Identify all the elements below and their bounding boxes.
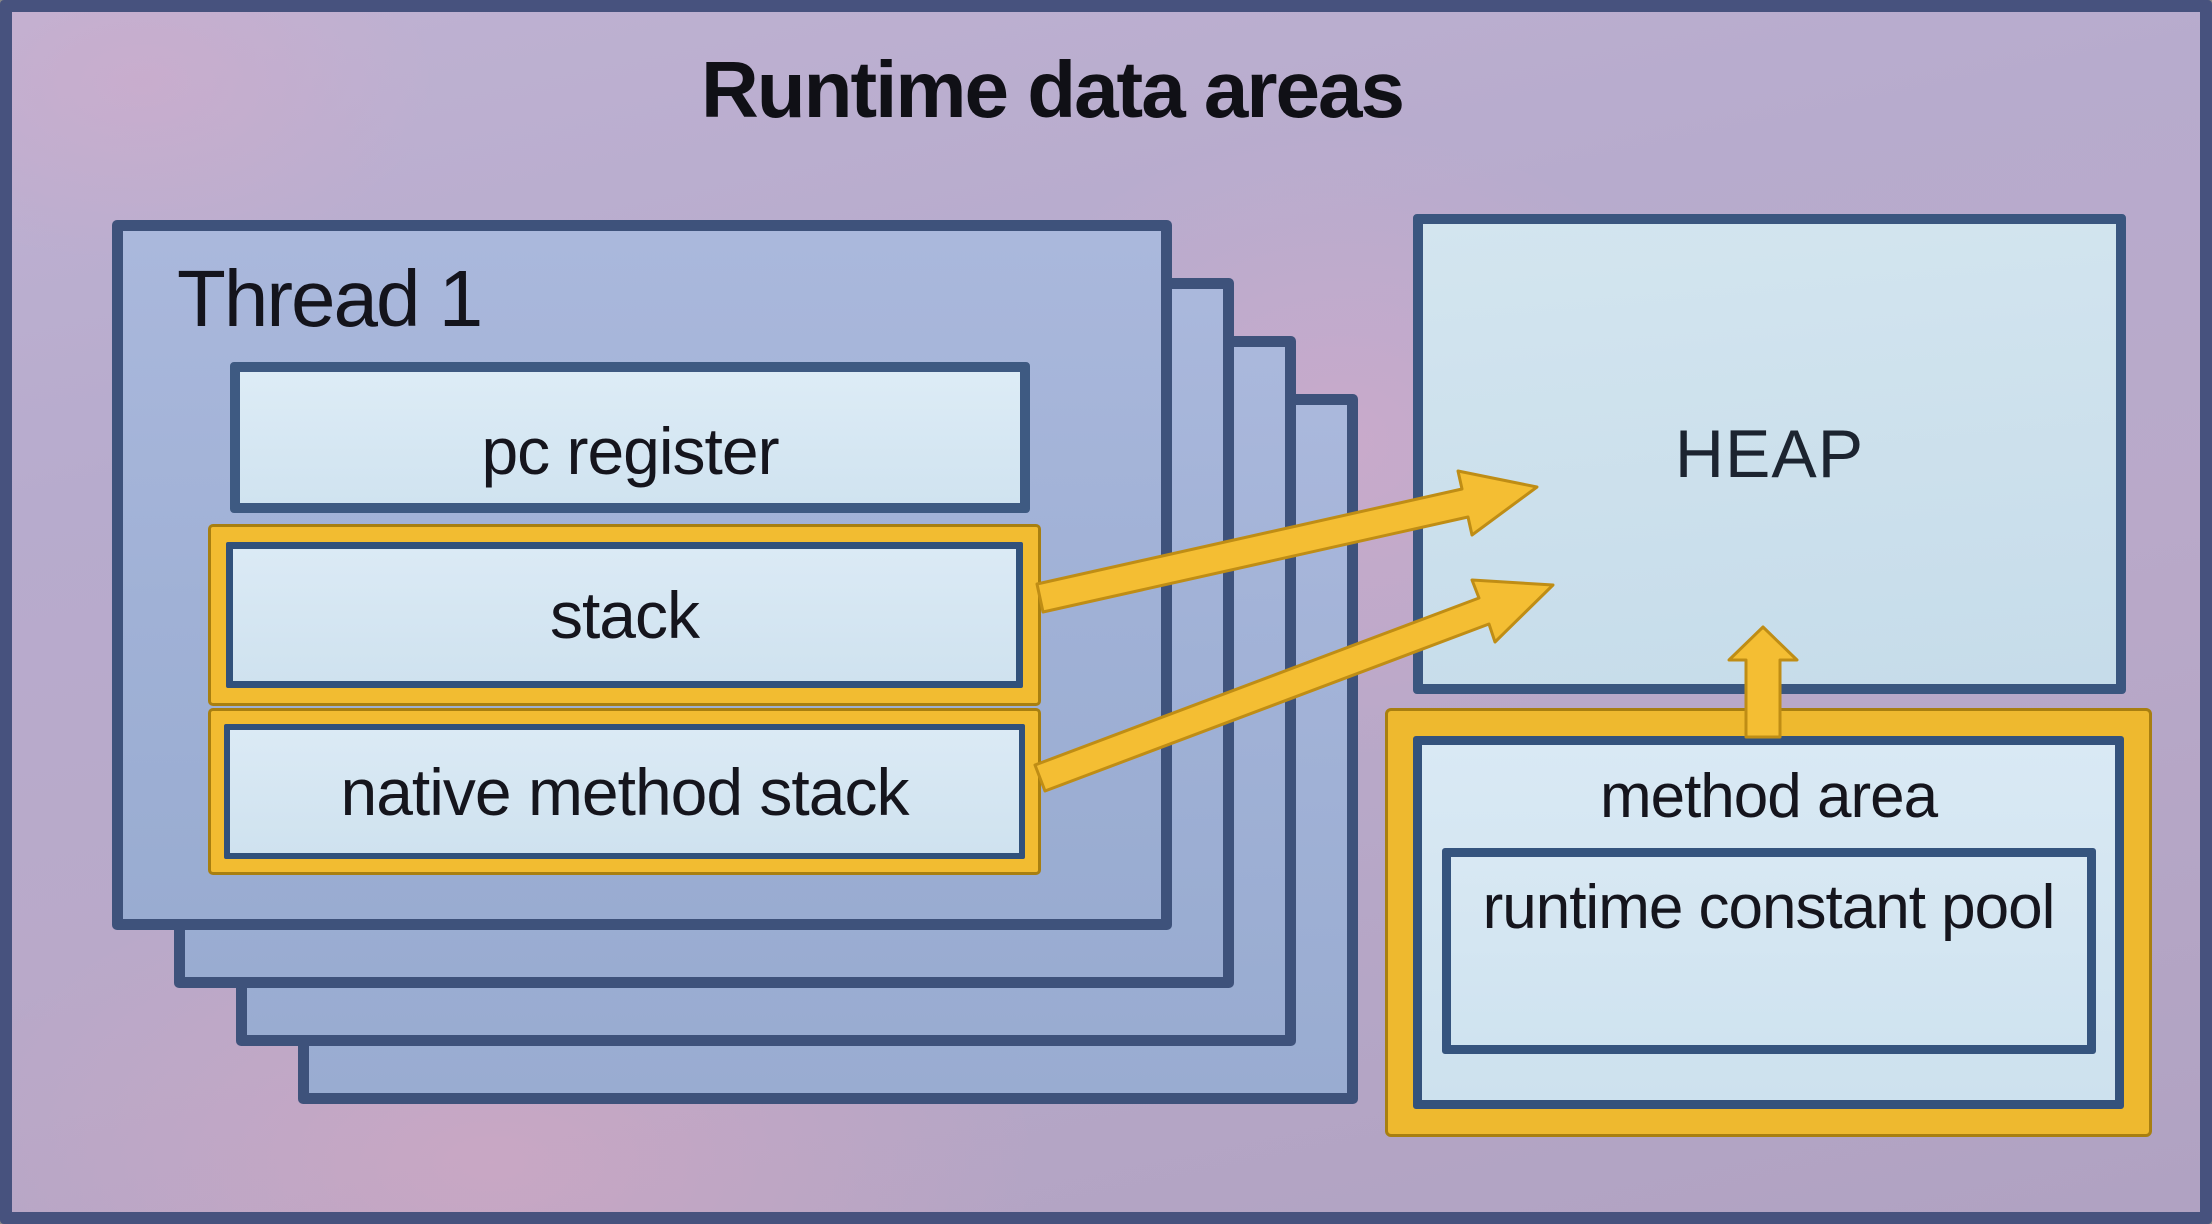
method-area-label: method area xyxy=(1599,762,1938,831)
pc-register-box: pc register xyxy=(230,362,1030,513)
stack-box: stack xyxy=(208,524,1041,706)
runtime-constant-pool-box: runtime constant pool xyxy=(1441,848,2096,1054)
heap-label: HEAP xyxy=(1674,416,1865,492)
method-area-box: method area runtime constant pool xyxy=(1385,708,2152,1137)
native-method-stack-label: native method stack xyxy=(340,754,910,829)
diagram-title: Runtime data areas xyxy=(700,45,1405,134)
heap-box: HEAP xyxy=(1413,214,2126,694)
pc-register-label: pc register xyxy=(481,413,779,488)
native-method-stack-box: native method stack xyxy=(208,708,1041,875)
stack-label: stack xyxy=(549,578,700,652)
thread-label: Thread 1 xyxy=(177,254,483,343)
thread-box-front: Thread 1 pc register stack native method… xyxy=(112,220,1172,930)
